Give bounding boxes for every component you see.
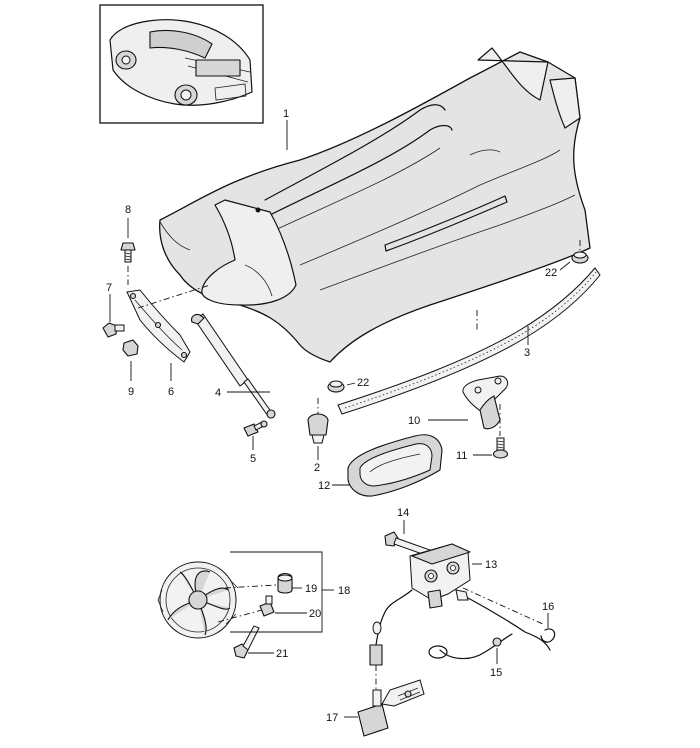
callout-20: 20	[309, 608, 321, 620]
callout-22-lower: 22	[357, 377, 369, 389]
callout-11: 11	[456, 450, 467, 462]
callout-17: 17	[326, 712, 338, 724]
grommet-19	[277, 572, 293, 594]
callout-6: 6	[168, 386, 174, 398]
screw-11	[492, 437, 509, 459]
callout-21: 21	[276, 648, 288, 660]
gas-strut	[191, 313, 276, 419]
leader-lines	[109, 120, 571, 718]
callout-7: 7	[106, 282, 112, 294]
ball-stud-5	[243, 420, 268, 437]
lock-assembly-13	[409, 543, 471, 609]
callout-14: 14	[397, 507, 409, 519]
callout-3: 3	[524, 347, 530, 359]
alignment-lines	[127, 240, 581, 690]
callout-8: 8	[125, 204, 131, 216]
grommet-upper	[571, 251, 589, 264]
spacer-20	[259, 595, 275, 617]
callout-10: 10	[408, 415, 420, 427]
callout-9: 9	[128, 386, 134, 398]
latch-bracket-10	[462, 375, 509, 430]
callout-18: 18	[338, 585, 350, 597]
rear-lid-assembly	[159, 47, 591, 363]
callout-22-upper: 22	[545, 267, 557, 279]
callout-labels: 1 8 7 9 6 4 5 2 3 22 22 10 11 12 14 13 1…	[106, 108, 557, 724]
callout-1: 1	[283, 108, 289, 120]
car-thumbnail-image	[109, 19, 253, 106]
bolt-7	[102, 322, 125, 338]
actuator-17	[357, 679, 425, 737]
grommet-lower	[327, 380, 345, 393]
buffer-2	[307, 413, 329, 444]
callout-13: 13	[485, 559, 497, 571]
callout-2: 2	[314, 462, 320, 474]
clip-16	[540, 628, 556, 643]
bolt-14	[384, 531, 431, 557]
vehicle-thumbnail-inset	[99, 4, 264, 124]
callout-5: 5	[250, 453, 256, 465]
callout-16: 16	[542, 601, 554, 613]
callout-4: 4	[215, 387, 221, 399]
callout-15: 15	[490, 667, 502, 679]
callout-19: 19	[305, 583, 317, 595]
fan-motor	[157, 561, 239, 639]
nut-9	[122, 339, 139, 357]
bolt-8	[120, 242, 136, 263]
hinge-bracket	[126, 289, 191, 363]
seal-strip	[337, 267, 601, 415]
release-cable	[369, 589, 551, 666]
callout-12: 12	[318, 480, 330, 492]
trim-cover	[347, 434, 443, 497]
